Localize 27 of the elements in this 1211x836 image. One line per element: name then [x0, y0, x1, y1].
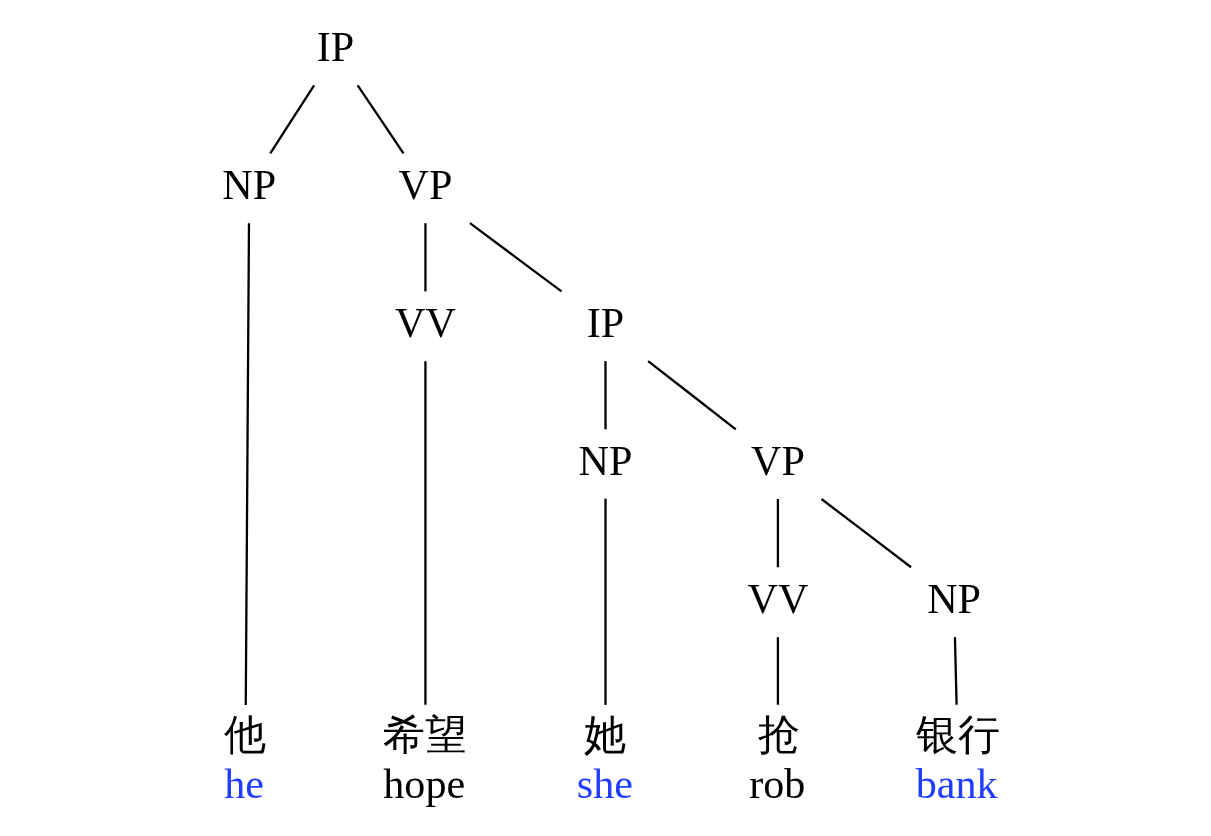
node-text: NP	[578, 436, 633, 484]
connector	[356, 84, 405, 155]
node-text: IP	[316, 22, 355, 70]
connector	[424, 361, 427, 705]
connector	[776, 499, 780, 568]
node-text: NP	[222, 160, 277, 208]
connector	[820, 498, 912, 569]
connector	[776, 637, 780, 705]
node-text: 抢 rob	[749, 709, 806, 808]
connector	[269, 84, 316, 155]
connector	[647, 360, 737, 431]
node-text: 银行 bank	[915, 709, 1000, 808]
node-text: VP	[398, 160, 453, 208]
node-text: VV	[747, 574, 809, 622]
node-text: 他 he	[224, 709, 267, 808]
connector	[604, 361, 607, 430]
node-text: VP	[750, 436, 805, 484]
node-text: 她 she	[576, 709, 633, 808]
node-text: VV	[395, 298, 456, 346]
connector	[424, 223, 427, 292]
connector	[604, 498, 607, 705]
node-text: NP	[927, 574, 982, 622]
connector	[469, 222, 563, 293]
node-text: IP	[586, 298, 625, 346]
node-text: 希望 hope	[383, 709, 468, 808]
connector	[953, 637, 958, 705]
connector	[244, 223, 251, 706]
